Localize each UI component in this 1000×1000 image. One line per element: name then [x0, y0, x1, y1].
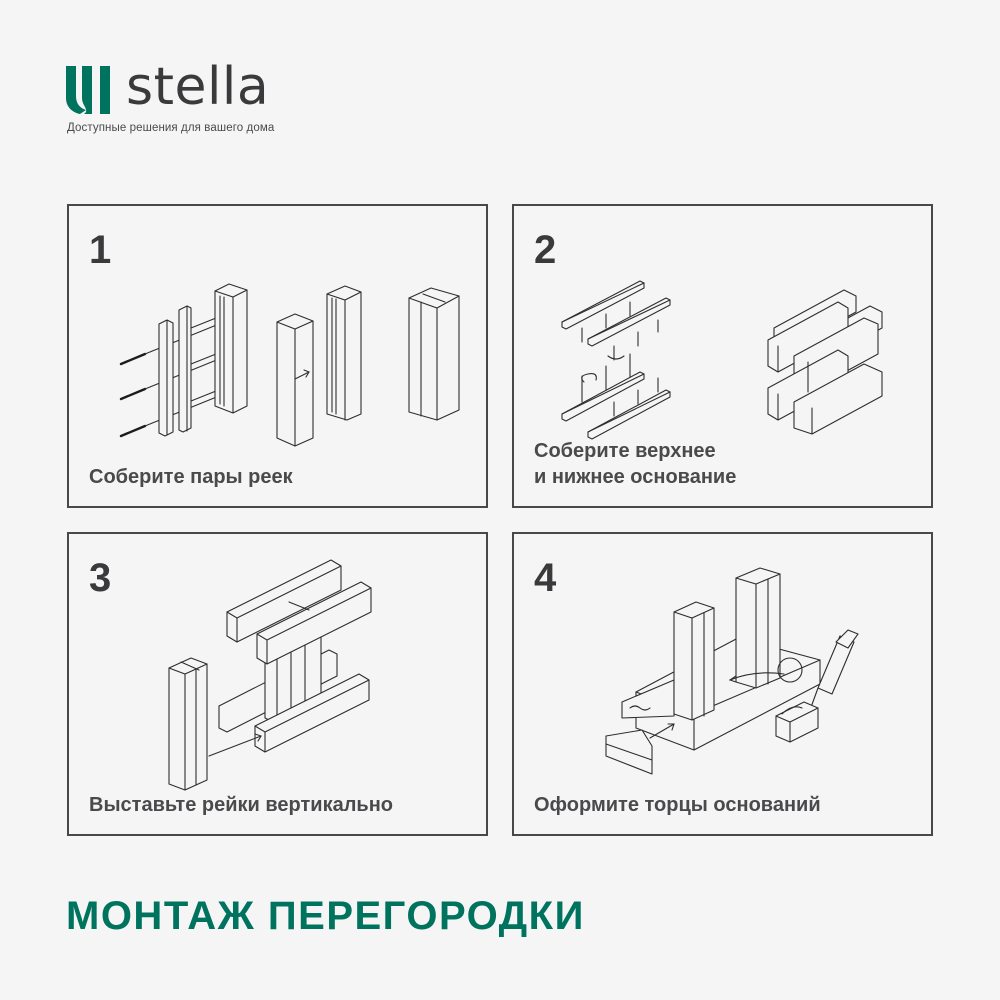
- brand-name: stella: [126, 57, 270, 117]
- brand-tagline: Доступные решения для вашего дома: [67, 122, 275, 134]
- page-title: МОНТАЖ ПЕРЕГОРОДКИ: [66, 894, 585, 938]
- rail-pairs-assembly-illustration: [69, 206, 486, 506]
- step-caption: Соберите верхнее и нижнее основание: [534, 440, 737, 488]
- brand-logo: stella Доступные решения для вашего дома: [66, 61, 275, 134]
- top-bottom-base-assembly-illustration: [514, 206, 931, 506]
- step-number: 3: [89, 556, 112, 600]
- step-panel-1: 1 Соберите пары реек: [67, 204, 488, 508]
- step-number: 4: [534, 556, 557, 600]
- step-panel-3: 3 Выставьте рейки вертикально: [67, 532, 488, 836]
- step-panel-4: 4 Оформите торцы оснований: [512, 532, 933, 836]
- stella-logo-mark-icon: [66, 66, 110, 114]
- vertical-rails-placement-illustration: [69, 534, 486, 834]
- step-number: 2: [534, 228, 557, 272]
- base-ends-finishing-illustration: [514, 534, 931, 834]
- step-caption: Оформите торцы оснований: [534, 794, 821, 816]
- step-caption: Соберите пары реек: [89, 466, 293, 488]
- step-caption: Выставьте рейки вертикально: [89, 794, 393, 816]
- step-number: 1: [89, 228, 112, 272]
- step-panel-2: 2 Соберите верхнее и нижнее основание: [512, 204, 933, 508]
